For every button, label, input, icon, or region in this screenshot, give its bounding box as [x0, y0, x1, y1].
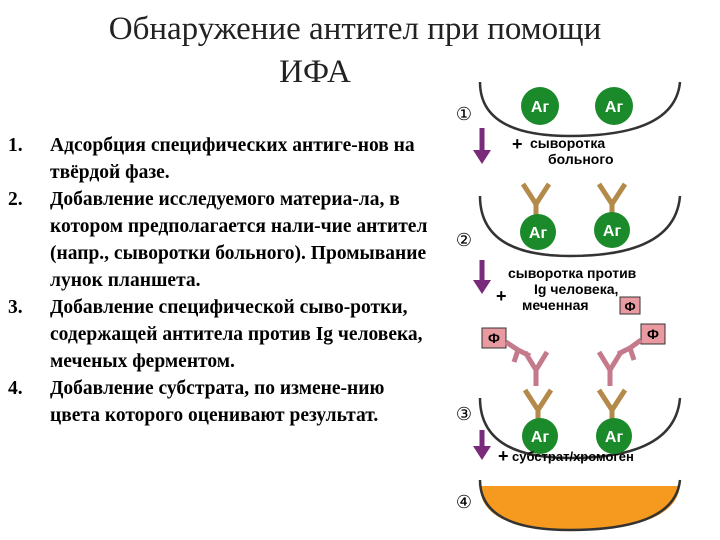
step-item-1: 1. Адсорбция специфических антиге-нов на… [8, 132, 438, 186]
step-text: Добавление субстрата, по измене-нию цвет… [50, 375, 438, 429]
well-2 [480, 196, 680, 256]
stage-2: ② Аг Аг [456, 184, 680, 256]
enzyme-label: Ф [647, 326, 659, 342]
stage-4: ④ [456, 480, 680, 530]
step-number: 3. [8, 294, 23, 321]
title-line-1: Обнаружение антител при помощи [109, 11, 602, 47]
substrate-fill [480, 486, 680, 530]
antigen-label: Аг [529, 225, 548, 242]
enzyme-label: Ф [624, 299, 635, 314]
step-item-4: 4. Добавление субстрата, по измене-нию ц… [8, 375, 438, 429]
arrow-label: сыворотка против [508, 265, 637, 281]
step-number: 4. [8, 375, 23, 402]
arrow-label: больного [548, 151, 614, 167]
plus-sign: + [498, 446, 509, 466]
elisa-diagram: ① Аг Аг + сыворотка больного ② Аг Аг + с… [440, 70, 690, 535]
step-item-3: 3. Добавление специфической сыво-ротки, … [8, 294, 438, 375]
step-number: 1. [8, 132, 23, 159]
step-text: Добавление специфической сыво-ротки, сод… [50, 294, 438, 375]
plus-sign: + [496, 286, 507, 306]
labeled-antibody-icon [525, 352, 547, 386]
stage-label-2: ② [456, 230, 472, 250]
labeled-antibody-icon [599, 352, 621, 386]
antigen-label: Аг [603, 223, 622, 240]
stage-1: ① Аг Аг [456, 82, 680, 136]
step-number: 2. [8, 186, 23, 213]
antigen-label: Аг [605, 429, 624, 446]
stage-3: Ф Ф ③ Аг Аг [456, 324, 680, 458]
arrow-label: сыворотка [530, 135, 605, 151]
step-arrow-2: + сыворотка против Ig человека, меченная… [473, 260, 640, 314]
antigen-label: Аг [531, 429, 550, 446]
well-1 [480, 82, 680, 136]
plus-sign: + [512, 134, 523, 154]
step-item-2: 2. Добавление исследуемого материа-ла, в… [8, 186, 438, 294]
antigen-label: Аг [531, 99, 550, 116]
stage-label-1: ① [456, 104, 472, 124]
arrow-label: субстрат/хромоген [512, 449, 634, 464]
arrow-label: меченная [522, 297, 589, 313]
step-text: Адсорбция специфических антиге-нов на тв… [50, 132, 438, 186]
step-text: Добавление исследуемого материа-ла, в ко… [50, 186, 438, 294]
enzyme-label: Ф [488, 330, 500, 346]
stage-label-3: ③ [456, 404, 472, 424]
arrow-label: Ig человека, [534, 281, 618, 297]
stage-label-4: ④ [456, 492, 472, 512]
antigen-label: Аг [605, 99, 624, 116]
steps-list: 1. Адсорбция специфических антиге-нов на… [8, 132, 438, 429]
